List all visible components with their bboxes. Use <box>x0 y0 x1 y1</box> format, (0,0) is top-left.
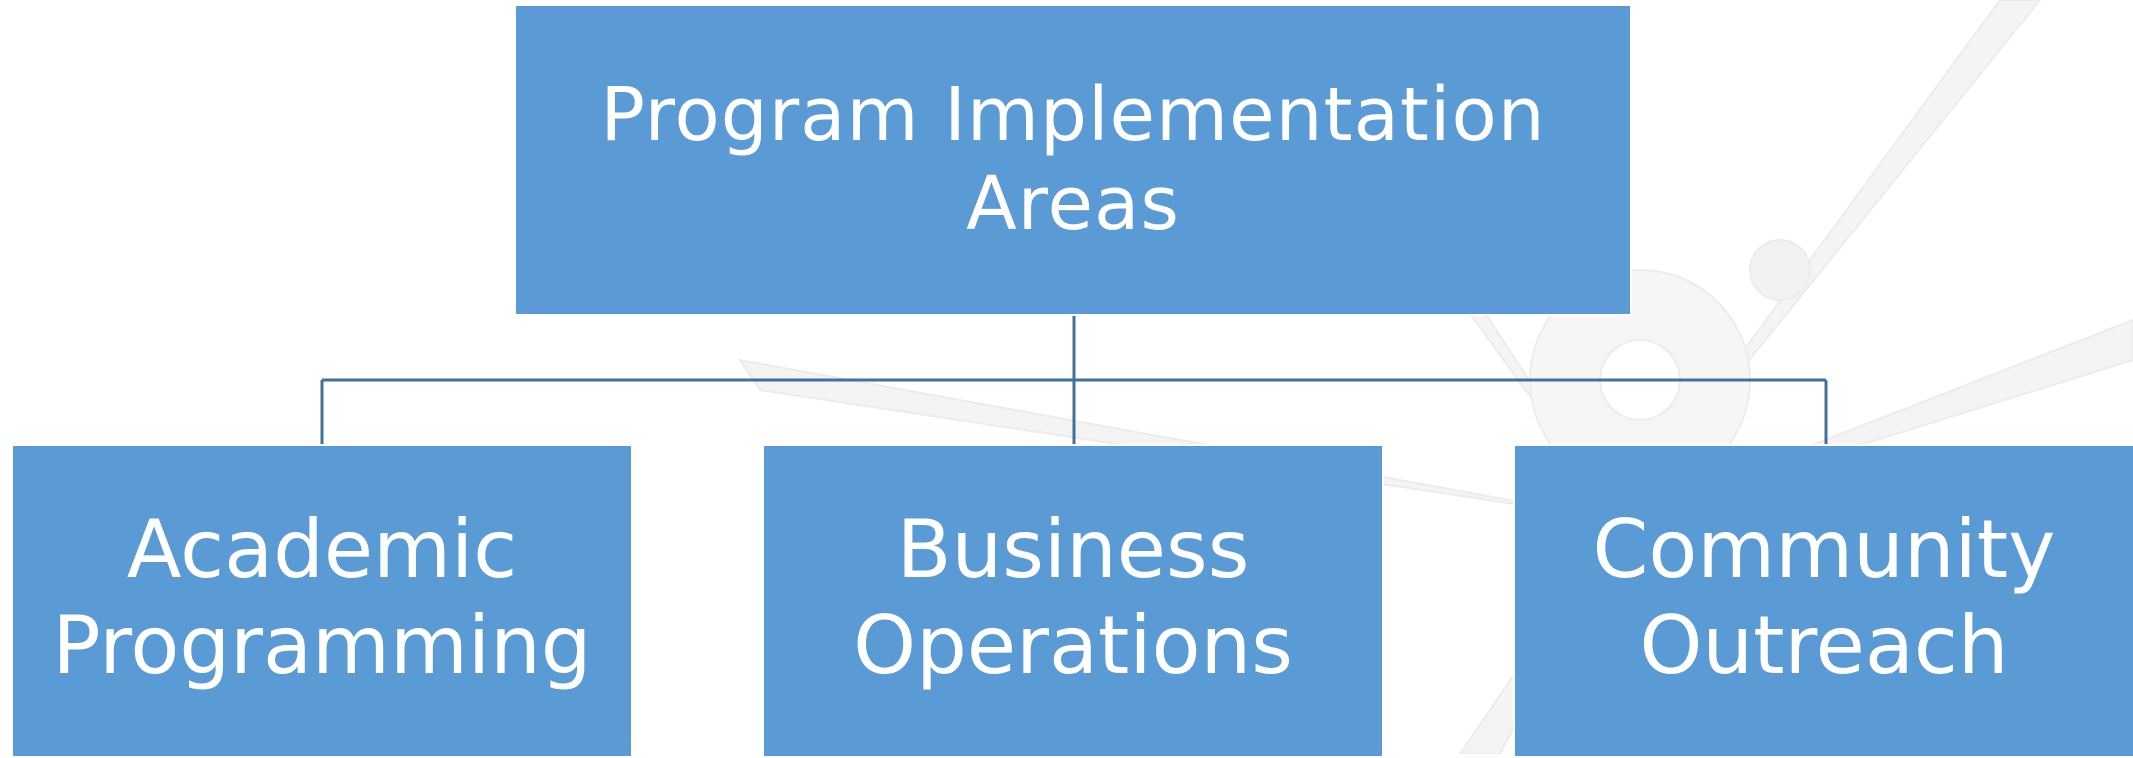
child-node-academic-programming: Academic Programming <box>11 444 633 758</box>
child-node-label: Academic Programming <box>52 503 592 692</box>
child-node-label: Business Operations <box>853 503 1293 692</box>
root-node-label: Program Implementation Areas <box>600 72 1546 247</box>
root-node-box: Program Implementation Areas <box>514 4 1632 316</box>
child-node-business-operations: Business Operations <box>762 444 1384 758</box>
child-node-label: Community Outreach <box>1592 503 2056 692</box>
child-node-community-outreach: Community Outreach <box>1513 444 2133 758</box>
